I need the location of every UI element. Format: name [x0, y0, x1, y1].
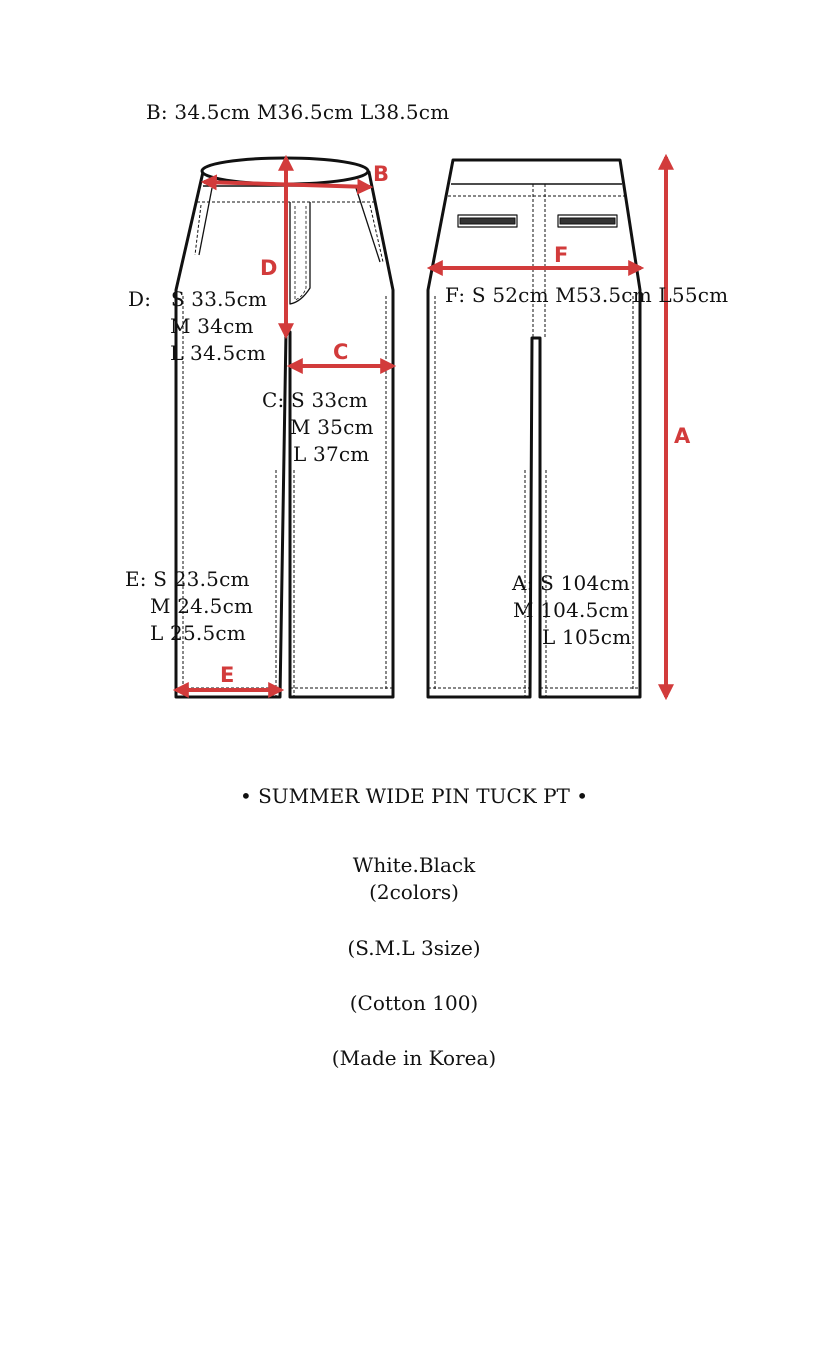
- marker-c: C: [333, 340, 349, 364]
- label-a-line3: L 105cm: [542, 625, 632, 649]
- label-d-line1: D: S 33.5cm: [128, 287, 268, 311]
- product-origin: (Made in Korea): [331, 1046, 497, 1070]
- marker-a: A: [674, 424, 691, 448]
- label-a-line1: A: S 104cm: [512, 571, 630, 595]
- label-c-line3: L 37cm: [293, 442, 370, 466]
- label-e-line3: L 25.5cm: [150, 621, 246, 645]
- marker-d: D: [260, 256, 278, 280]
- back-pants-drawing: [426, 158, 642, 699]
- label-c-line1: C: S 33cm: [262, 388, 368, 412]
- label-d-line3: L 34.5cm: [170, 341, 266, 365]
- label-e-line1: E: S 23.5cm: [125, 567, 250, 591]
- product-colors-count: (2colors): [369, 880, 459, 904]
- product-colors: White.Black: [352, 853, 476, 877]
- marker-e: E: [220, 663, 235, 687]
- measurement-arrows: [172, 153, 674, 701]
- label-d-line2: M 34cm: [170, 314, 254, 338]
- label-b: B: 34.5cm M36.5cm L38.5cm: [146, 100, 450, 124]
- label-a-line2: M 104.5cm: [513, 598, 630, 622]
- label-c-line2: M 35cm: [290, 415, 374, 439]
- product-sizes: (S.M.L 3size): [347, 936, 481, 960]
- marker-b: B: [373, 162, 390, 186]
- label-e-line2: M 24.5cm: [150, 594, 254, 618]
- size-diagram: [172, 153, 674, 701]
- product-material: (Cotton 100): [349, 991, 479, 1015]
- product-title: • SUMMER WIDE PIN TUCK PT •: [239, 784, 589, 808]
- label-f: F: S 52cm M53.5cm L55cm: [445, 283, 729, 307]
- marker-f: F: [554, 243, 569, 267]
